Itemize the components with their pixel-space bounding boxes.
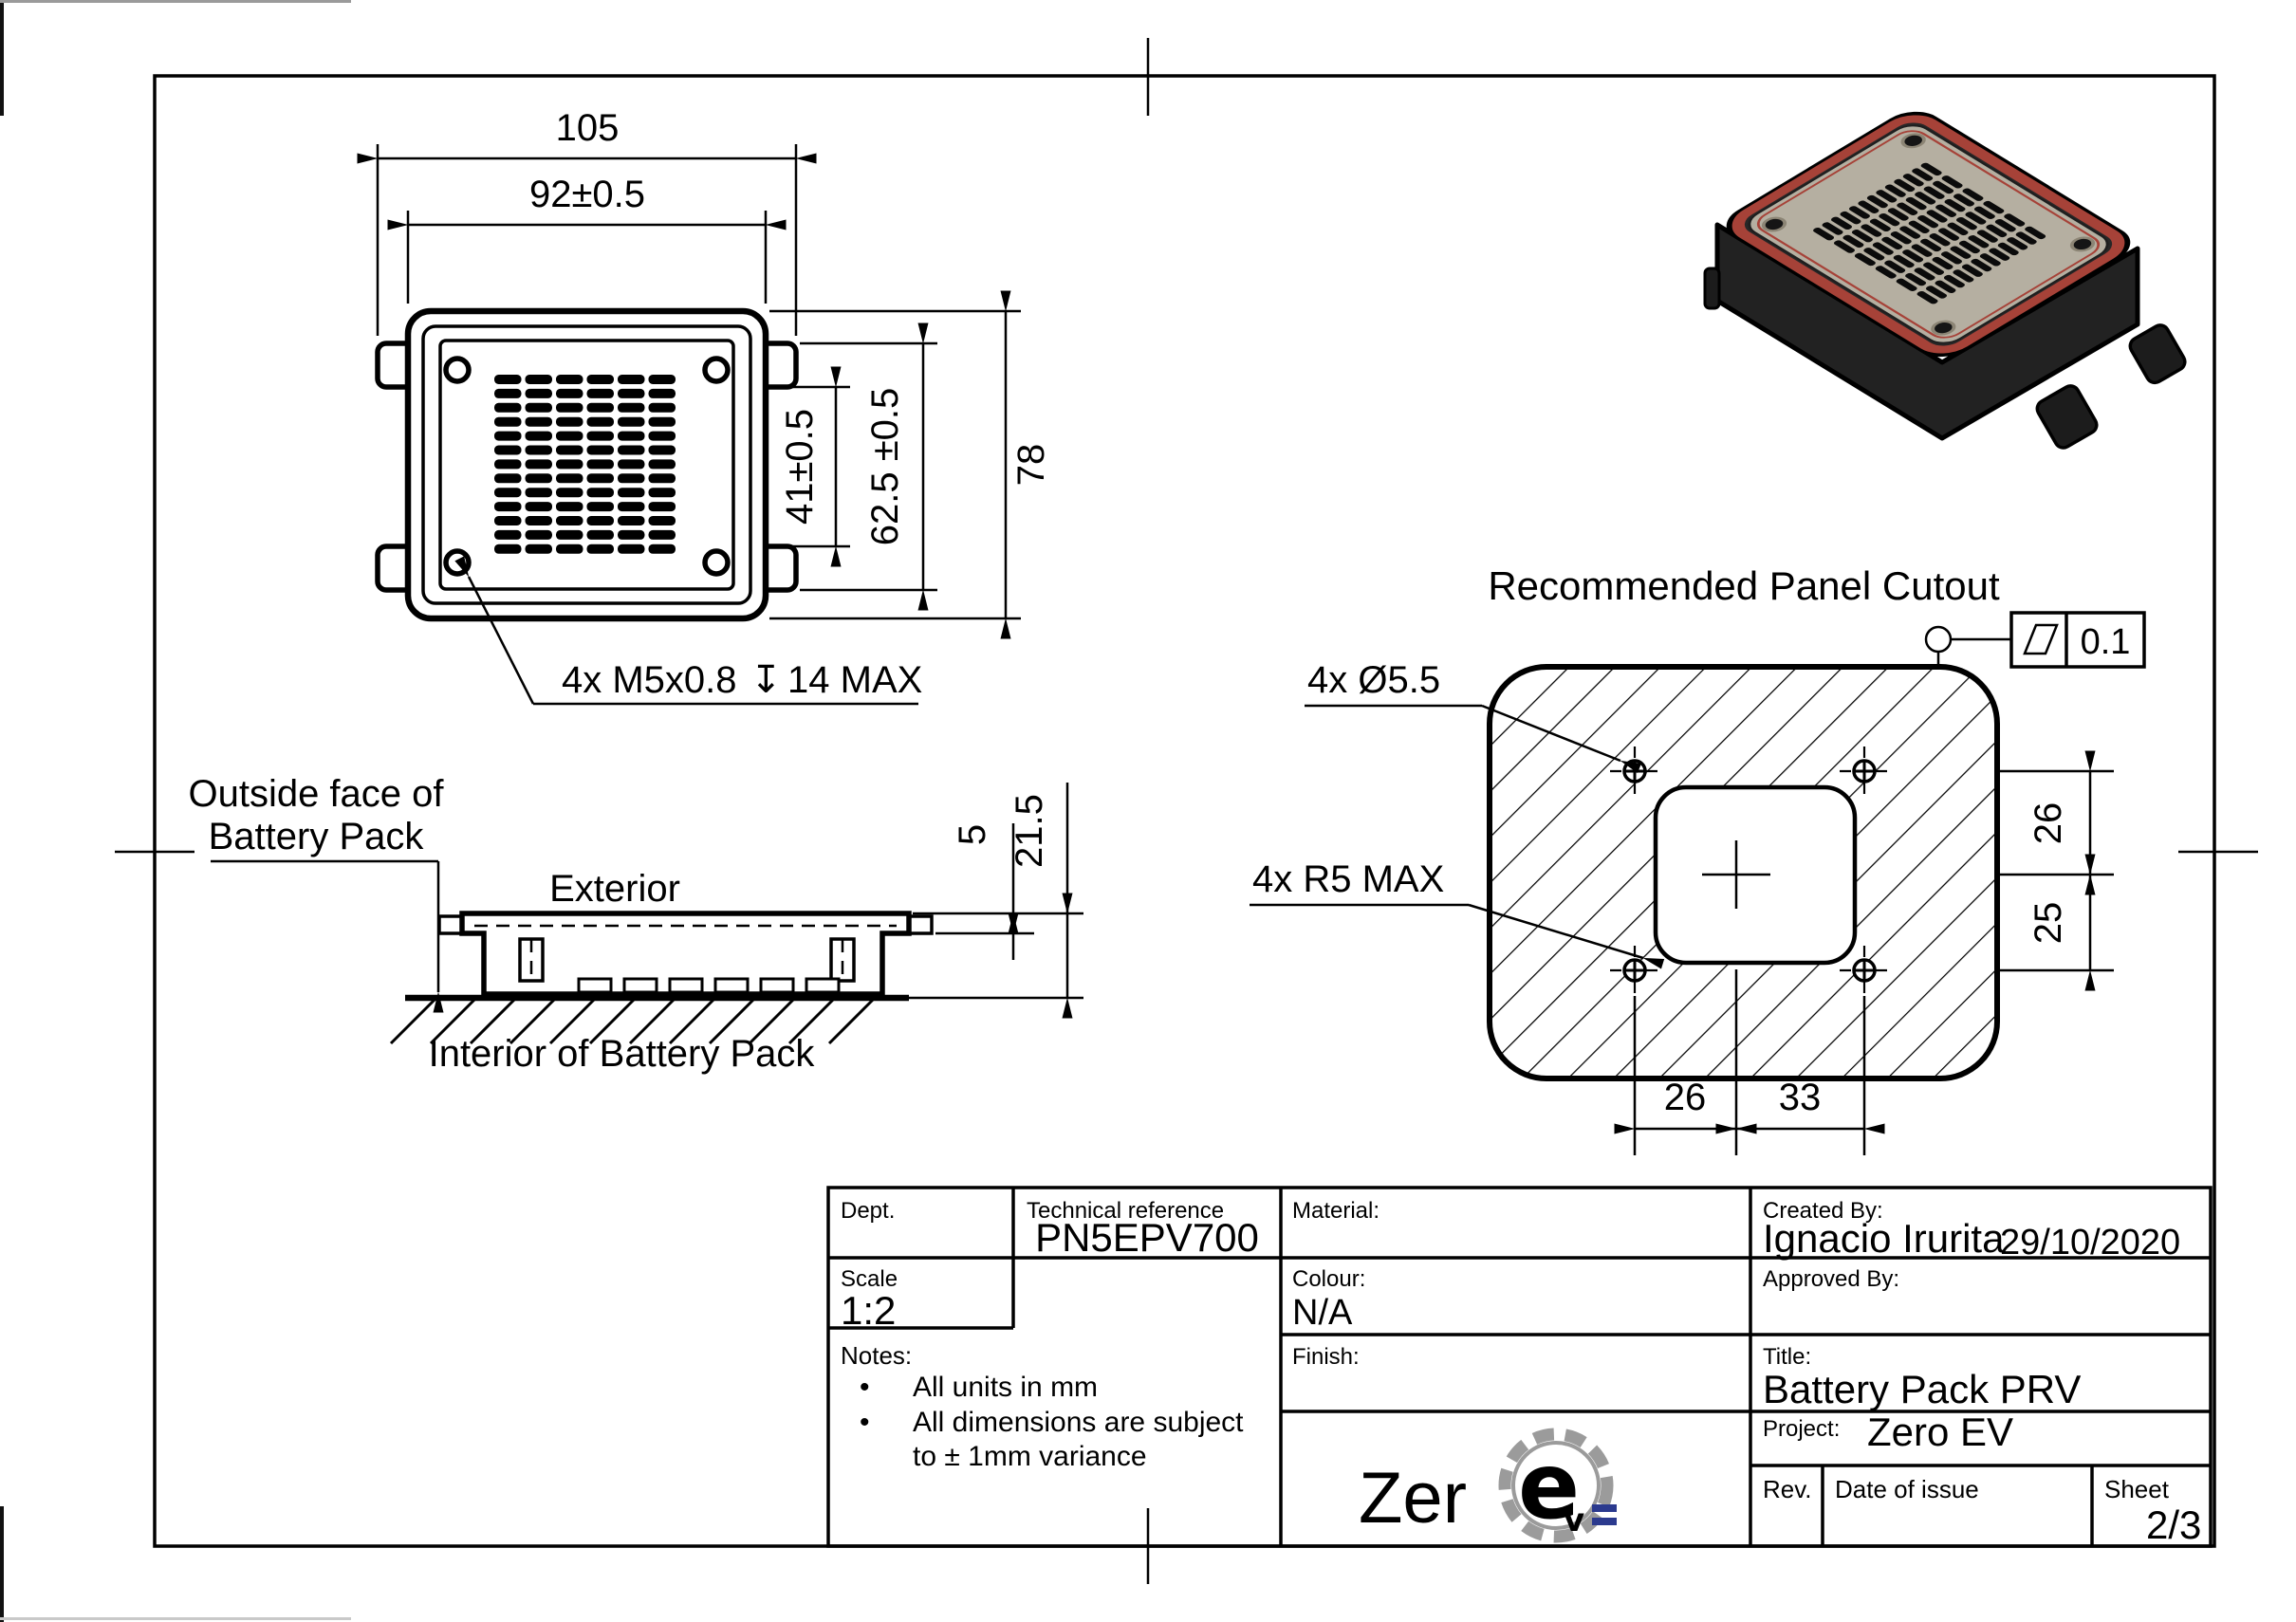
dim-overall-height: 78 bbox=[769, 290, 1052, 639]
dim-text-right-25: 25 bbox=[2028, 902, 2069, 945]
iso-top-plate bbox=[1748, 124, 2109, 344]
approved-by-label: Approved By: bbox=[1763, 1266, 1899, 1292]
sheet-label: Sheet bbox=[2104, 1475, 2170, 1503]
date-created-value: 29/10/2020 bbox=[2000, 1223, 2180, 1263]
iso-tab bbox=[1703, 267, 1721, 310]
title-block: Dept. Technical reference PN5EPV700 Mate… bbox=[826, 1186, 2213, 1548]
title-value: Battery Pack PRV bbox=[1763, 1367, 2081, 1411]
sheet-value: 2/3 bbox=[2146, 1502, 2201, 1547]
company-logo: Zer e v bbox=[1359, 1428, 1617, 1543]
note-line: All dimensions are subject bbox=[913, 1407, 1244, 1438]
created-by-label: Created By: bbox=[1763, 1198, 1883, 1224]
colour-value: N/A bbox=[1292, 1293, 1353, 1333]
prv-face-line bbox=[438, 339, 735, 591]
dim-text-5: 5 bbox=[952, 824, 993, 845]
dim-text-92: 92±0.5 bbox=[529, 174, 645, 215]
project-label: Project: bbox=[1763, 1416, 1840, 1442]
dim-text-41: 41±0.5 bbox=[779, 409, 821, 525]
flatness-value: 0.1 bbox=[2081, 622, 2131, 662]
hole-note: 4x Ø5.5 bbox=[1305, 659, 1642, 774]
iso-top-face bbox=[1726, 111, 2131, 358]
notes-label: Notes: bbox=[841, 1341, 912, 1370]
dim-text-21-5: 21.5 bbox=[1009, 794, 1050, 868]
finish-label: Finish: bbox=[1292, 1344, 1360, 1370]
rev-label: Rev. bbox=[1763, 1475, 1812, 1503]
project-value: Zero EV bbox=[1867, 1410, 2013, 1454]
technical-reference-value: PN5EPV700 bbox=[1035, 1215, 1259, 1260]
dim-text-bottom-33: 33 bbox=[1779, 1077, 1822, 1118]
dim-text-78: 78 bbox=[1010, 444, 1052, 487]
exterior-label: Exterior bbox=[549, 868, 680, 910]
vent-grid bbox=[494, 375, 676, 554]
iso-vent-grid bbox=[1813, 162, 2046, 304]
dim-overall-width: 105 bbox=[357, 107, 817, 336]
iso-tab bbox=[2035, 384, 2099, 450]
radius-note: 4x R5 MAX bbox=[1250, 858, 1665, 969]
thread-callout: 4x M5x0.8↧14 MAX bbox=[454, 556, 922, 706]
top-view: 105 92±0.5 41±0.5 62.5 ±0.5 78 bbox=[357, 107, 1052, 706]
dim-text-105: 105 bbox=[556, 107, 620, 149]
logo-text: Zer bbox=[1359, 1458, 1467, 1539]
prv-body-outline bbox=[404, 307, 769, 622]
panel-cutout-title: Recommended Panel Cutout bbox=[1488, 563, 2000, 608]
dim-text-right-26: 26 bbox=[2028, 802, 2069, 845]
technical-reference-label: Technical reference bbox=[1027, 1198, 1224, 1224]
dim-flange-height: 5 bbox=[913, 823, 1083, 960]
side-view: Outside face of Battery Pack Exterior In… bbox=[188, 773, 1083, 1075]
thread-note-text: 4x M5x0.8↧14 MAX bbox=[562, 658, 922, 702]
dim-tab-outer: 62.5 ±0.5 bbox=[800, 323, 937, 611]
dim-body-width: 92±0.5 bbox=[387, 174, 787, 304]
dim-tab-inner: 41±0.5 bbox=[770, 366, 850, 567]
panel-cutout-view: Recommended Panel Cutout 0.1 4x Ø5.5 4x … bbox=[1250, 563, 2146, 1155]
feet-row bbox=[577, 977, 841, 994]
dim-bottom-26-33: 26 33 bbox=[1614, 969, 1885, 1155]
prv-body-inner-line bbox=[421, 324, 752, 605]
note-line: All units in mm bbox=[913, 1372, 1098, 1403]
created-by-value: Ignacio Irurita bbox=[1763, 1216, 2005, 1261]
dim-text-bottom-26: 26 bbox=[1664, 1077, 1707, 1118]
iso-gasket-ring bbox=[1731, 115, 2125, 354]
material-label: Material: bbox=[1292, 1198, 1379, 1224]
flatness-callout: 0.1 bbox=[1924, 611, 2146, 670]
outside-face-label: Battery Pack bbox=[209, 816, 425, 857]
logo-equals-icon bbox=[1592, 1518, 1617, 1525]
bullet-icon: • bbox=[860, 1407, 870, 1438]
flatness-symbol-icon bbox=[2023, 623, 2059, 655]
hole-note-text: 4x Ø5.5 bbox=[1307, 659, 1440, 701]
balloon-circle bbox=[1924, 625, 1953, 654]
colour-label: Colour: bbox=[1292, 1266, 1365, 1292]
note-line: to ± 1mm variance bbox=[913, 1441, 1147, 1472]
dim-text-62-5: 62.5 ±0.5 bbox=[864, 388, 906, 546]
iso-tab bbox=[2128, 323, 2187, 385]
date-of-issue-label: Date of issue bbox=[1835, 1475, 1979, 1503]
logo-e-icon: e bbox=[1518, 1433, 1580, 1539]
iso-screw-holes bbox=[1761, 133, 2096, 336]
title-label: Title: bbox=[1763, 1344, 1811, 1370]
dept-label: Dept. bbox=[841, 1198, 895, 1224]
scale-label: Scale bbox=[841, 1266, 898, 1292]
bullet-icon: • bbox=[860, 1372, 870, 1403]
iso-view bbox=[1703, 111, 2187, 450]
dim-total-height: 21.5 bbox=[1009, 783, 1073, 1019]
logo-v-icon: v bbox=[1564, 1502, 1584, 1539]
ground-hatch bbox=[389, 998, 875, 1045]
scale-value: 1:2 bbox=[841, 1288, 896, 1333]
section-outline bbox=[459, 911, 912, 997]
dim-right-26-25: 26 25 bbox=[2000, 750, 2114, 991]
logo-equals-icon bbox=[1592, 1504, 1617, 1512]
page-edge-marks bbox=[0, 0, 351, 1622]
interior-label: Interior of Battery Pack bbox=[429, 1033, 816, 1075]
outside-face-label: Outside face of bbox=[188, 773, 444, 815]
radius-note-text: 4x R5 MAX bbox=[1252, 858, 1444, 900]
